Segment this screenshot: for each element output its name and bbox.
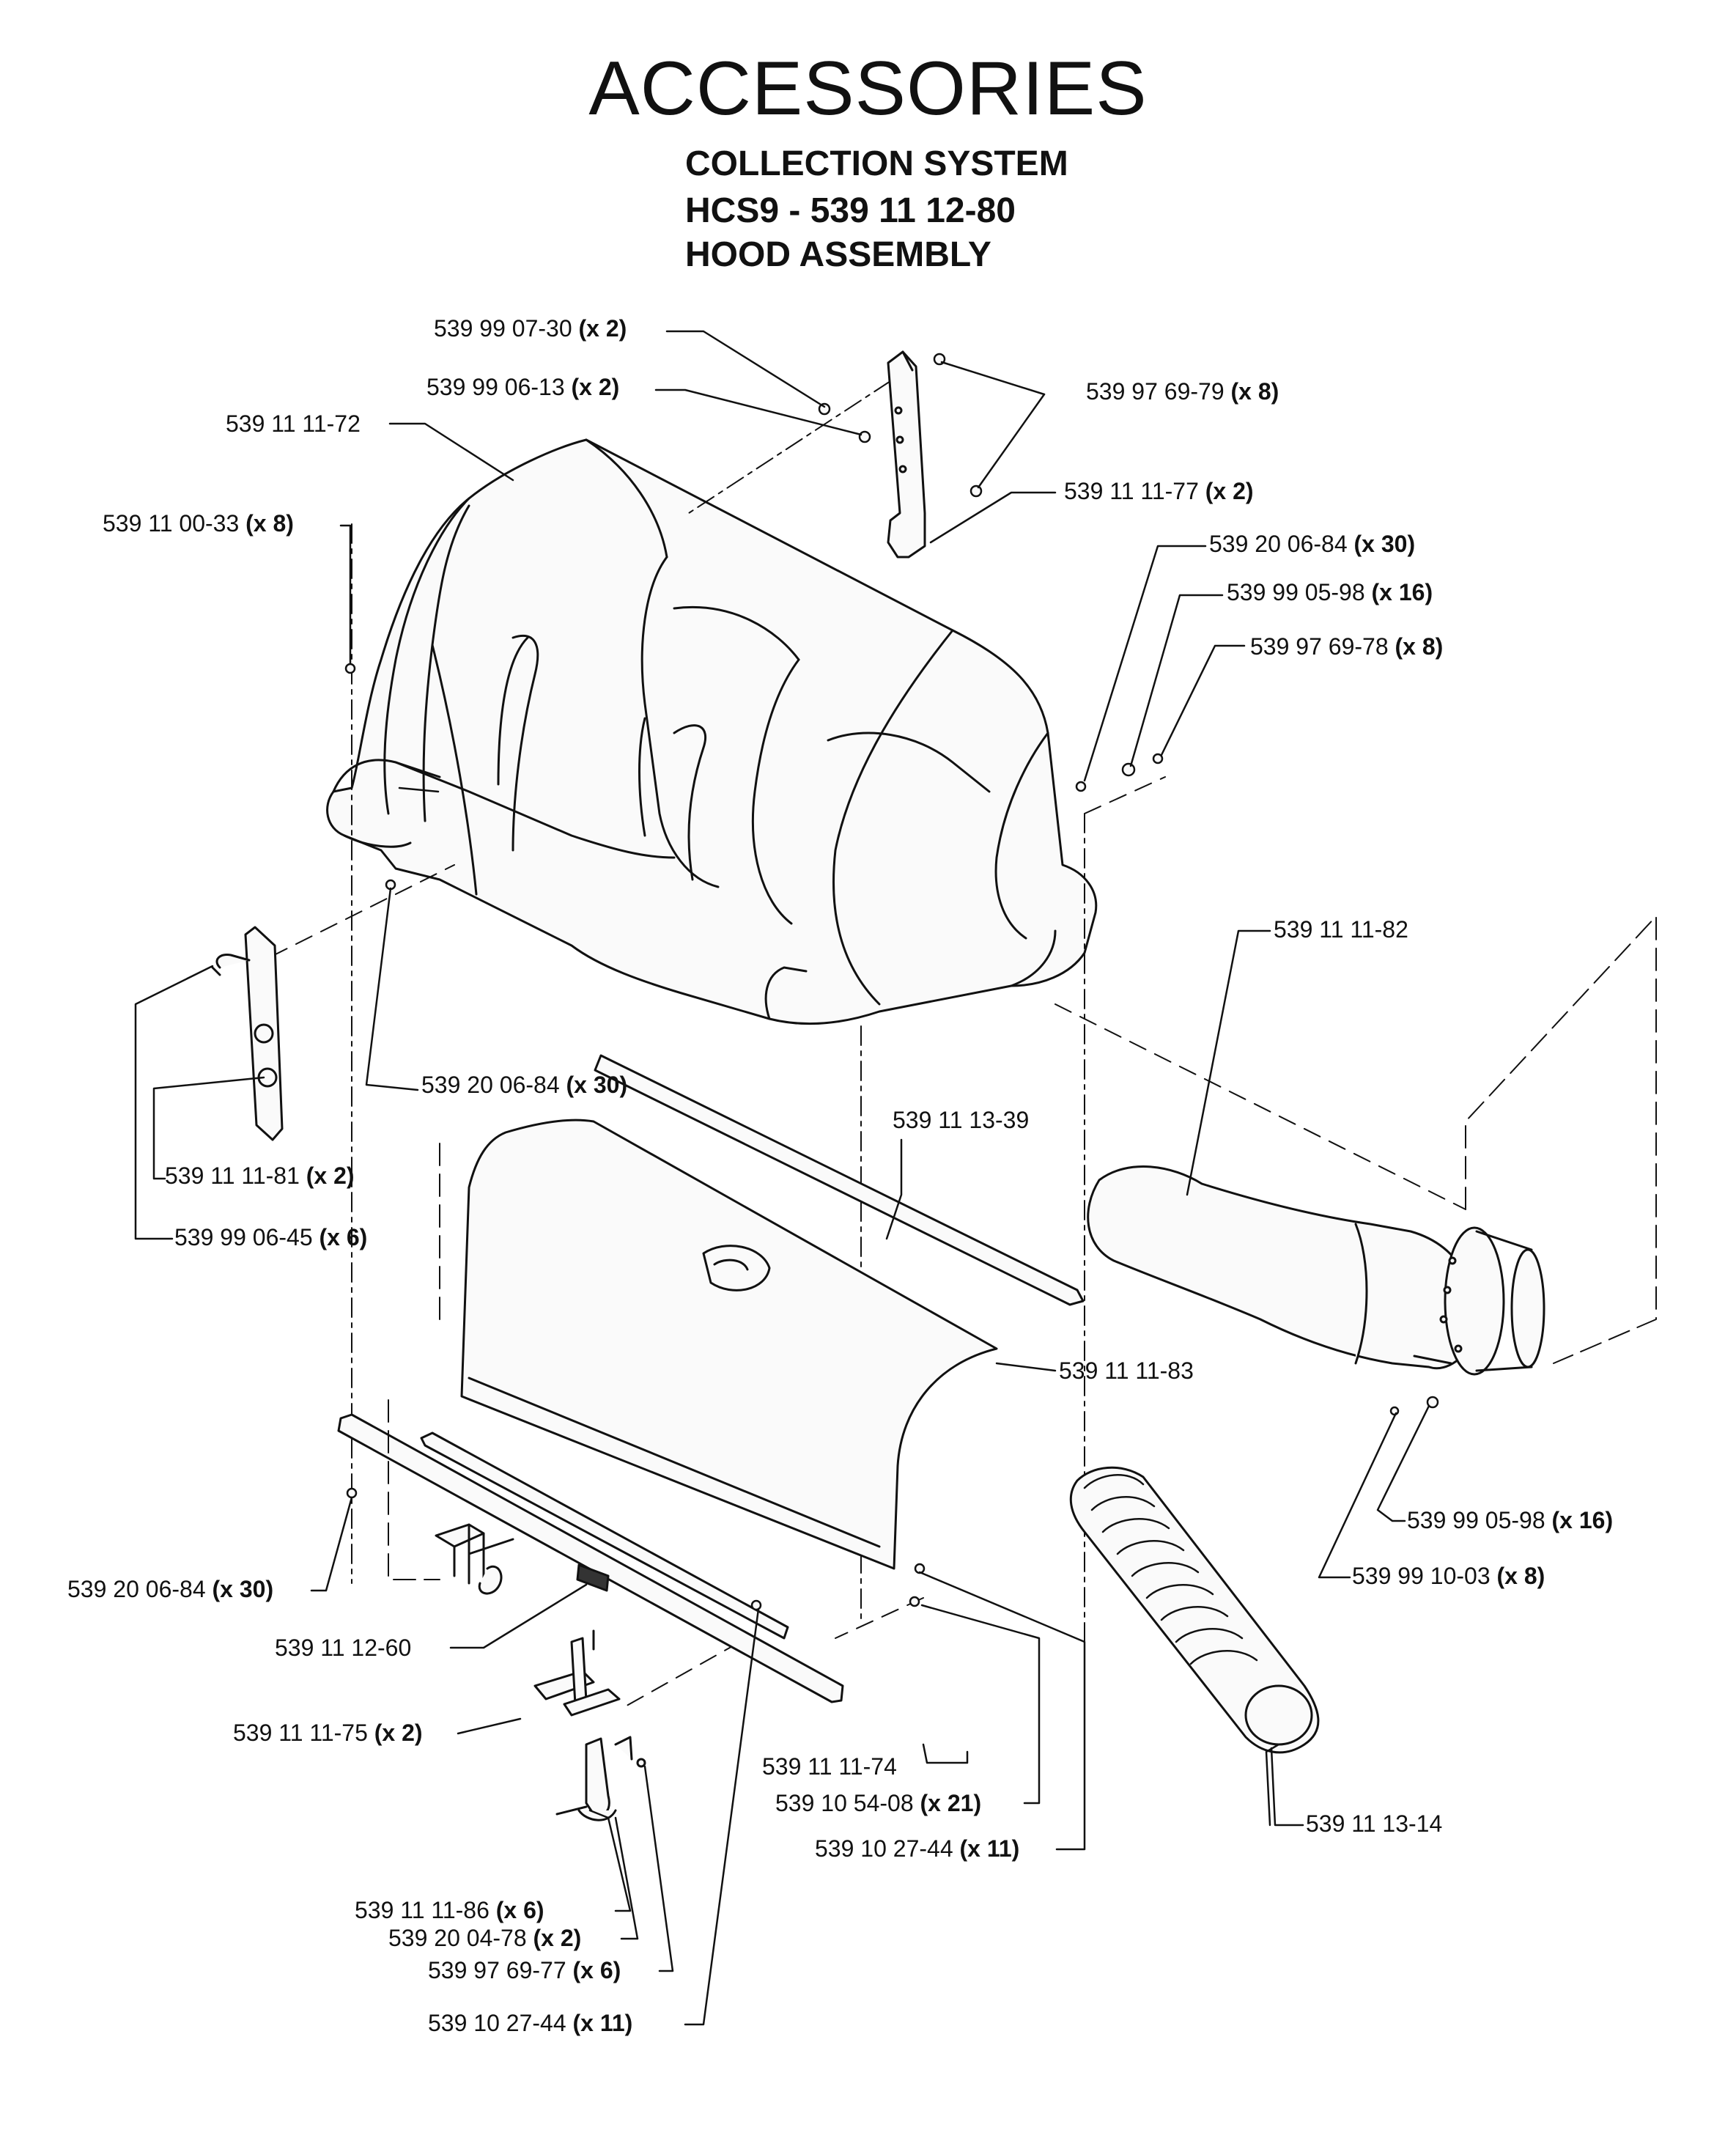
callout-label: 539 11 11-75 (x 2) bbox=[233, 1720, 423, 1746]
callout-label: 539 20 06-84 (x 30) bbox=[1209, 531, 1416, 557]
callout-label: 539 99 06-13 (x 2) bbox=[426, 374, 620, 400]
leader-lines bbox=[134, 330, 1430, 2026]
callout-label: 539 99 05-98 (x 16) bbox=[1407, 1507, 1614, 1533]
callout-label: 539 97 69-77 (x 6) bbox=[428, 1957, 621, 1983]
hitch-bracket-part bbox=[533, 1629, 621, 1717]
callout-label: 539 11 11-72 bbox=[226, 410, 361, 437]
callout-label: 539 99 06-45 (x 6) bbox=[174, 1224, 368, 1250]
callout-label: 539 11 12-60 bbox=[275, 1635, 412, 1661]
deflector-part bbox=[460, 1119, 998, 1570]
hood-part bbox=[326, 438, 1098, 1025]
rail-part bbox=[337, 1413, 844, 1703]
callout-label: 539 20 04-78 (x 2) bbox=[388, 1925, 582, 1951]
callout-label: 539 97 69-78 (x 8) bbox=[1250, 633, 1444, 660]
callout-label: 539 99 07-30 (x 2) bbox=[434, 315, 627, 342]
callout-label: 539 11 11-82 bbox=[1274, 916, 1408, 943]
callout-label: 539 11 11-77 (x 2) bbox=[1064, 478, 1254, 504]
subtitle-system: COLLECTION SYSTEM bbox=[685, 144, 1068, 183]
latch-part bbox=[555, 1736, 646, 1821]
hardware-parts bbox=[344, 353, 1439, 1611]
callout-label: 539 11 11-83 bbox=[1059, 1357, 1194, 1384]
callout-label: 539 11 00-33 (x 8) bbox=[103, 510, 294, 537]
callout-label: 539 11 11-81 (x 2) bbox=[165, 1162, 355, 1189]
callout-label: 539 11 13-39 bbox=[893, 1107, 1030, 1133]
callout-label: 539 10 27-44 (x 11) bbox=[815, 1835, 1020, 1862]
chute-elbow-part bbox=[1087, 1165, 1545, 1376]
page-title: ACCESSORIES bbox=[588, 46, 1148, 131]
strip-part bbox=[594, 1054, 1085, 1306]
callout-label: 539 99 10-03 (x 8) bbox=[1352, 1563, 1545, 1589]
callout-label: 539 20 06-84 (x 30) bbox=[421, 1072, 628, 1098]
callout-label: 539 11 11-86 (x 6) bbox=[355, 1897, 544, 1923]
callout-label: 539 11 11-74 bbox=[762, 1753, 897, 1780]
callout-label: 539 97 69-79 (x 8) bbox=[1086, 378, 1279, 405]
callout-label: 539 99 05-98 (x 16) bbox=[1227, 579, 1433, 605]
subtitle-model: HCS9 - 539 11 12-80 bbox=[685, 191, 1016, 230]
callout-label: 539 11 13-14 bbox=[1306, 1810, 1443, 1837]
side-plate-part bbox=[211, 926, 284, 1141]
subtitle-assembly: HOOD ASSEMBLY bbox=[685, 235, 991, 274]
bracket-part bbox=[887, 350, 926, 559]
flex-hose-part bbox=[1069, 1466, 1320, 1754]
callout-label: 539 10 27-44 (x 11) bbox=[428, 2010, 633, 2036]
callout-label: 539 10 54-08 (x 21) bbox=[775, 1790, 982, 1816]
callout-label: 539 20 06-84 (x 30) bbox=[67, 1576, 274, 1602]
